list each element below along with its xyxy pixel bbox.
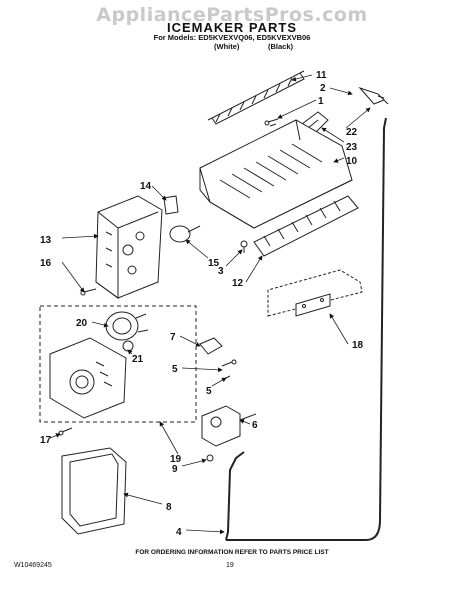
callout-4: 4 [176, 527, 182, 538]
cover-part [61, 447, 127, 535]
callout-12: 12 [232, 278, 244, 289]
icemaker-mold-part [199, 119, 353, 229]
document-number: W10469245 [14, 562, 52, 569]
callout-15: 15 [208, 258, 220, 269]
callout-6: 6 [252, 420, 258, 431]
screw-part-3 [240, 240, 248, 253]
ejector-rake-part [207, 70, 305, 125]
ordering-note: FOR ORDERING INFORMATION REFER TO PARTS … [135, 549, 329, 556]
screw-part-17 [58, 427, 73, 436]
mold-heater-part [253, 195, 359, 257]
callout-22: 22 [346, 127, 358, 138]
screw-part-5 [221, 359, 237, 381]
callout-14: 14 [140, 181, 152, 192]
callout-17: 17 [40, 435, 52, 446]
control-module-part [49, 337, 127, 419]
control-housing-part [95, 195, 163, 299]
mounting-bracket-part [267, 269, 363, 317]
callout-5b: 5 [206, 386, 212, 397]
color-white-label: (White) [214, 42, 240, 51]
callout-1: 1 [318, 96, 324, 107]
water-tube-part [225, 117, 387, 541]
screw-part-1 [264, 118, 279, 127]
callout-18: 18 [352, 340, 364, 351]
callout-11: 11 [316, 70, 327, 81]
page-number: 19 [226, 562, 234, 569]
callout-21: 21 [132, 354, 144, 365]
motor-part [105, 311, 149, 341]
leader-lines [49, 74, 371, 535]
callout-13: 13 [40, 235, 52, 246]
callout-2: 2 [320, 83, 326, 94]
color-black-label: (Black) [268, 42, 294, 51]
gear-part [122, 340, 134, 352]
callout-10: 10 [346, 156, 358, 167]
callout-7: 7 [170, 332, 176, 343]
callout-9: 9 [172, 464, 178, 475]
callout-3: 3 [218, 266, 224, 277]
callout-labels: 11 2 1 22 23 10 14 13 16 15 3 12 20 21 1… [40, 70, 364, 538]
water-valve-part [201, 405, 257, 447]
screw-part-16 [80, 288, 97, 296]
fill-tube-part [358, 86, 389, 105]
coupling-part [169, 225, 201, 243]
callout-8: 8 [166, 502, 172, 513]
callout-23: 23 [346, 142, 358, 153]
callout-16: 16 [40, 258, 52, 269]
screw-part-9 [206, 454, 214, 462]
watermark: AppliancePartsPros.com [96, 4, 368, 26]
callout-5a: 5 [172, 364, 178, 375]
models-line: For Models: ED5KVEXVQ06, ED5KVEXVB06 [153, 33, 311, 42]
thermostat-part [163, 195, 179, 215]
page-title: ICEMAKER PARTS [166, 20, 298, 35]
callout-20: 20 [76, 318, 88, 329]
shutoff-arm-part [199, 337, 223, 355]
callout-19: 19 [170, 454, 182, 465]
